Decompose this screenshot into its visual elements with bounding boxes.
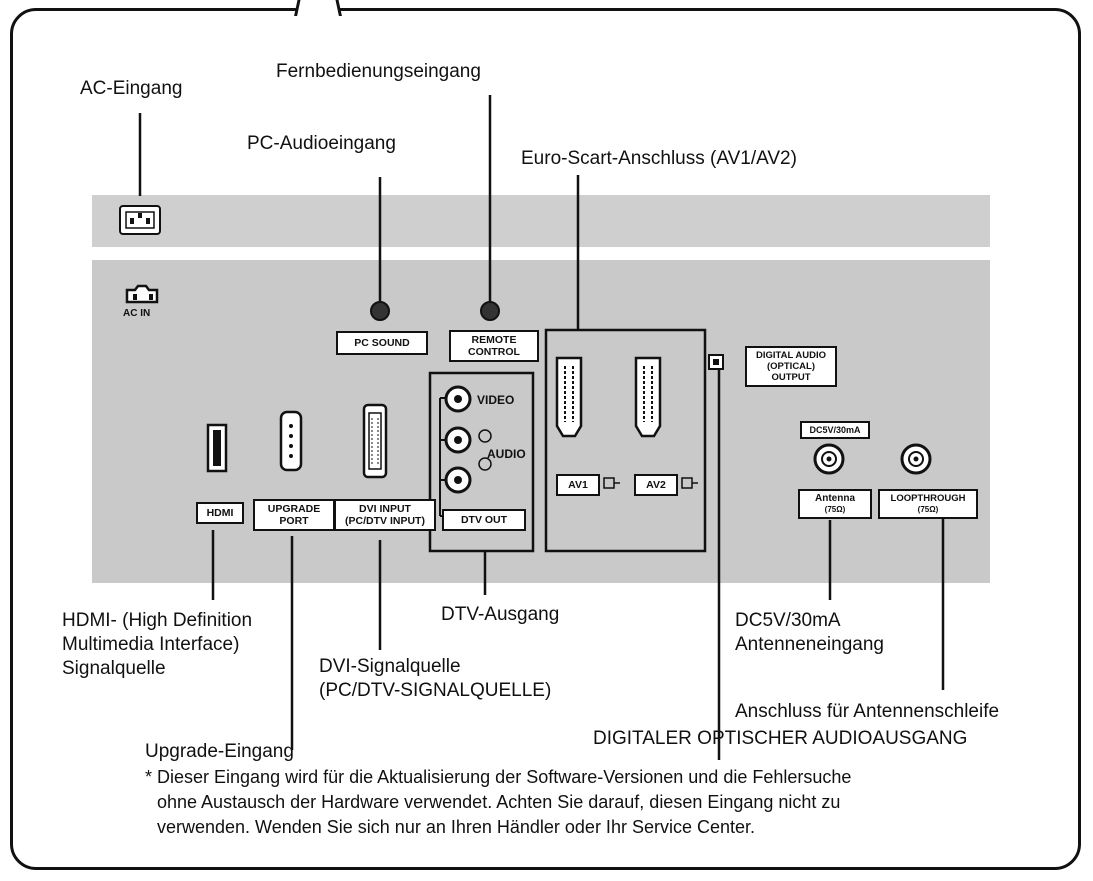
scart-av1-icon xyxy=(555,356,583,438)
audio-r-rca-icon xyxy=(444,457,492,494)
scart-av2-icon xyxy=(634,356,662,438)
callout-antennenschleife: Anschluss für Antennenschleife xyxy=(735,701,1000,722)
frame-notch xyxy=(296,0,340,14)
leader-lines xyxy=(138,95,945,760)
ac-in-icon xyxy=(125,284,159,304)
label-upgrade-port: UPGRADE PORT xyxy=(253,499,335,531)
callout-dvi-line2: (PC/DTV-SIGNALQUELLE) xyxy=(319,680,552,701)
remote-jack-icon xyxy=(480,301,500,321)
upgrade-port-icon xyxy=(279,410,303,472)
label-hdmi: HDMI xyxy=(196,502,244,524)
label-audio: AUDIO xyxy=(487,447,526,461)
label-antenna-line1: Antenna xyxy=(815,493,855,504)
label-ac-in: AC IN xyxy=(123,308,151,319)
dtv-out-box xyxy=(428,371,535,553)
callout-fernbedienungseingang: Fernbedienungseingang xyxy=(276,61,481,82)
label-dvi-line1: DVI INPUT xyxy=(359,503,411,515)
callout-pc-audioeingang: PC-Audioeingang xyxy=(247,133,396,154)
callout-optisch: DIGITALER OPTISCHER AUDIOAUSGANG xyxy=(593,728,968,749)
label-upgrade-line2: PORT xyxy=(279,515,309,527)
callout-dtv-ausgang: DTV-Ausgang xyxy=(441,604,560,625)
antenna-jack-icon xyxy=(813,443,845,475)
label-antenna-line2: (75Ω) xyxy=(824,505,846,514)
pc-sound-jack-icon xyxy=(370,301,390,321)
callout-hdmi-line2: Multimedia Interface) xyxy=(62,634,240,655)
top-strip xyxy=(92,195,990,247)
dvi-port-icon xyxy=(362,403,388,479)
label-loop-line2: (75Ω) xyxy=(917,505,939,514)
callout-upgrade: Upgrade-Eingang xyxy=(145,741,294,762)
callout-ac-eingang: AC-Eingang xyxy=(80,78,183,99)
footnote-line3: verwenden. Wenden Sie sich nur an Ihren … xyxy=(157,817,755,837)
video-rca-icon xyxy=(444,385,472,413)
callout-hdmi-line1: HDMI- (High Definition xyxy=(62,610,253,631)
label-video: VIDEO xyxy=(477,393,515,407)
callout-hdmi-line3: Signalquelle xyxy=(62,658,166,679)
label-remote-line2: CONTROL xyxy=(468,346,520,358)
label-dtv-out: DTV OUT xyxy=(442,509,526,531)
label-antenna: Antenna (75Ω) xyxy=(798,489,872,519)
hdmi-port-icon xyxy=(206,423,228,473)
label-digital-line1: DIGITAL AUDIO xyxy=(755,350,827,361)
label-av2: AV2 xyxy=(634,474,678,496)
label-loop-line1: LOOPTHROUGH xyxy=(890,493,966,504)
av1-arrow-icon xyxy=(603,477,620,489)
label-loopthrough: LOOPTHROUGH (75Ω) xyxy=(878,489,978,519)
label-digital-audio: DIGITAL AUDIO (OPTICAL) OUTPUT xyxy=(745,346,837,387)
footnote: * Dieser Eingang wird für die Aktualisie… xyxy=(145,765,1045,840)
audio-l-rca-icon xyxy=(444,426,492,454)
label-pc-sound: PC SOUND xyxy=(336,331,428,355)
label-remote-line1: REMOTE xyxy=(471,334,517,346)
ac-socket-top-icon xyxy=(119,205,161,235)
label-upgrade-line1: UPGRADE xyxy=(267,503,321,515)
footnote-line1: * Dieser Eingang wird für die Aktualisie… xyxy=(145,767,852,787)
callout-dc-line2: Antenneneingang xyxy=(735,634,884,655)
label-dc5v: DC5V/30mA xyxy=(800,421,870,439)
label-digital-line2: (OPTICAL) xyxy=(766,361,816,372)
label-dvi-input: DVI INPUT (PC/DTV INPUT) xyxy=(334,499,436,531)
label-remote-control: REMOTE CONTROL xyxy=(449,330,539,362)
loopthrough-jack-icon xyxy=(900,443,932,475)
label-digital-line3: OUTPUT xyxy=(771,372,811,383)
label-av1: AV1 xyxy=(556,474,600,496)
optical-port-icon xyxy=(708,354,724,370)
callout-dvi-line1: DVI-Signalquelle xyxy=(319,656,461,677)
footnote-line2: ohne Austausch der Hardware verwendet. A… xyxy=(157,792,841,812)
av2-arrow-icon xyxy=(681,477,698,489)
label-dvi-line2: (PC/DTV INPUT) xyxy=(345,515,425,527)
scart-box xyxy=(544,328,707,553)
callout-euro-scart: Euro-Scart-Anschluss (AV1/AV2) xyxy=(521,148,797,169)
callout-dc-line1: DC5V/30mA xyxy=(735,610,841,631)
